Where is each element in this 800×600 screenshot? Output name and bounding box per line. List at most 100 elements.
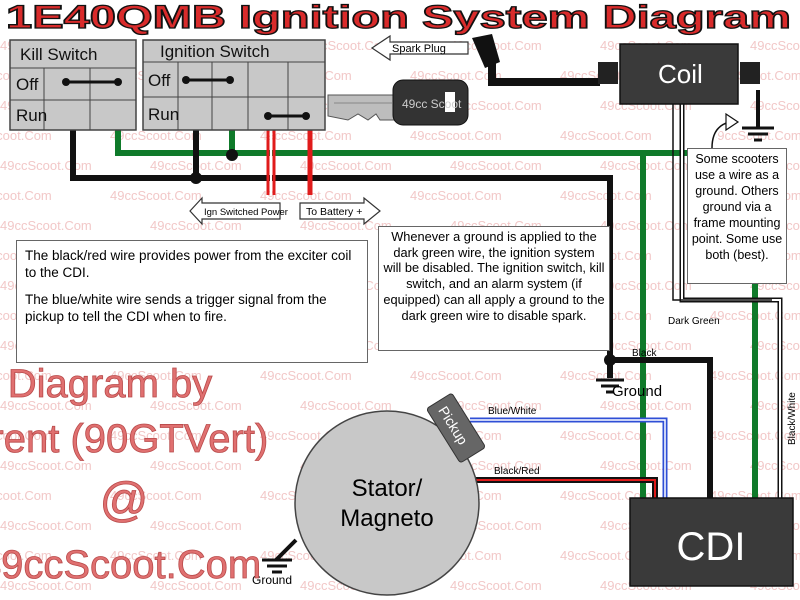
watermark-text: 49ccScoot.Com [560, 188, 652, 203]
watermark-text: 49ccScoot.Com [410, 368, 502, 383]
cdi-label: CDI [677, 525, 746, 569]
cdi-box [629, 497, 794, 587]
black-white-wire-2 [672, 100, 772, 301]
credit-line-3: @ [100, 474, 149, 527]
watermark-text: 49ccScoot.Com [560, 128, 652, 143]
watermark-text: 49ccScoot.Com [110, 428, 202, 443]
kill-switch-run: Run [16, 106, 47, 125]
watermark-text: 49ccScoot.Com [0, 518, 92, 533]
diagram-title: 1E40QMB Ignition System Diagram [6, 0, 791, 35]
ground-label-middle: Ground [612, 383, 662, 400]
watermark-text: 49ccScoot.Com [0, 128, 52, 143]
watermark-text: 49ccScoot.Com [410, 188, 502, 203]
watermark-text: 49ccScoot.Com [410, 68, 502, 83]
ign-switched-power-arrow [189, 196, 281, 226]
watermark-text: 49ccScoot.Com [750, 38, 800, 53]
coil-box [598, 43, 760, 105]
to-battery-label: To Battery + [306, 206, 362, 218]
credit-line-4: 49ccScoot.Com [0, 543, 261, 587]
credit-line-1: Diagram by [8, 362, 213, 406]
spark-plug-arrow [370, 34, 469, 62]
watermark-text: 49ccScoot.Com [150, 458, 242, 473]
watermark-text: 49ccScoot.Com [260, 128, 352, 143]
black-white-label: Black/White [787, 392, 798, 445]
key-icon [327, 79, 469, 126]
stator-ground-wire [274, 538, 298, 562]
note-left-p2: The blue/white wire sends a trigger sign… [25, 292, 327, 324]
kill-switch-panel [9, 39, 137, 131]
dark-green-label: Dark Green [668, 316, 720, 327]
watermark-text: 49ccScoot.Com [0, 428, 52, 443]
watermark-text: 49ccScoot.Com [0, 548, 52, 563]
ign-switched-power-label: Ign Switched Power [204, 207, 288, 218]
ignition-switch-run: Run [148, 105, 179, 124]
blue-white-wire-stripe [470, 419, 666, 505]
note-middle: Whenever a ground is applied to the dark… [378, 226, 610, 351]
watermark-text: 49ccScoot.Com [110, 548, 202, 563]
watermark-text: 49ccScoot.Com [150, 398, 242, 413]
ground-icon [262, 558, 292, 574]
ignition-switch-panel [142, 39, 326, 131]
watermark-text: 49ccScoot.Com [260, 188, 352, 203]
watermark-text: 49ccScoot.Com [450, 38, 542, 53]
watermark-text: 49ccScoot.Com [110, 488, 202, 503]
watermark-text: 49ccScoot.Com [450, 398, 542, 413]
to-battery-arrow [299, 196, 381, 226]
ignition-switch-off: Off [148, 71, 171, 90]
watermark-text: 49ccScoot.Com [750, 398, 800, 413]
spark-plug-lead [488, 60, 600, 86]
pickup-block [426, 393, 486, 463]
watermark-text: 49ccScoot.Com [300, 398, 392, 413]
watermark-text: 49ccScoot.Com [0, 218, 92, 233]
watermark-text: 49ccScoot.Com [410, 128, 502, 143]
black-red-label: Black/Red [494, 466, 540, 477]
stator-body [294, 410, 480, 596]
curved-arrow-head [725, 112, 740, 132]
black-red-wire-stripe [475, 479, 656, 505]
ground-icon [742, 126, 774, 142]
watermark-text: 49ccScoot.Com [560, 488, 652, 503]
junction-dot [604, 354, 616, 366]
watermark-text: 49ccScoot.Com [750, 338, 800, 353]
watermark-text: 49ccScoot.Com [0, 578, 92, 593]
stator-label-2: Magneto [340, 505, 433, 532]
key-brand: 49cc Scoot [402, 97, 462, 111]
note-left-p1: The black/red wire provides power from t… [25, 248, 352, 280]
credit-line-2: Brent (90GTVert) [0, 417, 268, 461]
note-left: The black/red wire provides power from t… [16, 240, 368, 363]
watermark-text: 49ccScoot.Com [260, 368, 352, 383]
watermark-text: 49ccScoot.Com [0, 188, 52, 203]
watermark-text: 49ccScoot.Com [0, 368, 52, 383]
watermark-text: 49ccScoot.Com [150, 218, 242, 233]
watermark-text: 49ccScoot.Com [300, 158, 392, 173]
watermark-text: 49ccScoot.Com [450, 578, 542, 593]
ignition-switch-title: Ignition Switch [160, 42, 270, 61]
spark-plug-boot [472, 34, 500, 68]
watermark-text: 49ccScoot.Com [110, 368, 202, 383]
black-wire [70, 130, 713, 505]
watermark-text: 49ccScoot.Com [0, 488, 52, 503]
ground-label-bottom: Ground [252, 573, 292, 587]
watermark-text: 49ccScoot.Com [560, 548, 652, 563]
ground-icon [596, 378, 624, 394]
note-right: Some scooters use a wire as a ground. Ot… [687, 148, 787, 284]
watermark-text: 49ccScoot.Com [150, 518, 242, 533]
junction-dot [190, 172, 202, 184]
ign-switched-power-wire [266, 118, 276, 195]
junction-dot [226, 149, 238, 161]
kill-switch-off: Off [16, 75, 39, 94]
blue-white-label: Blue/White [488, 406, 537, 417]
note-middle-text: Whenever a ground is applied to the dark… [383, 229, 605, 323]
spark-plug-label: Spark Plug [392, 43, 446, 55]
coil-label: Coil [658, 59, 703, 89]
watermark-text: 49ccScoot.Com [300, 218, 392, 233]
watermark-text: 49ccScoot.Com [560, 428, 652, 443]
watermark-text: 49ccScoot.Com [110, 128, 202, 143]
watermark-text: 49ccScoot.Com [110, 188, 202, 203]
watermark-text: 49ccScoot.Com [750, 458, 800, 473]
kill-switch-title: Kill Switch [20, 45, 97, 64]
watermark-text: 49ccScoot.Com [560, 368, 652, 383]
watermark-text: 49ccScoot.Com [450, 98, 542, 113]
watermark-text: 49ccScoot.Com [750, 98, 800, 113]
